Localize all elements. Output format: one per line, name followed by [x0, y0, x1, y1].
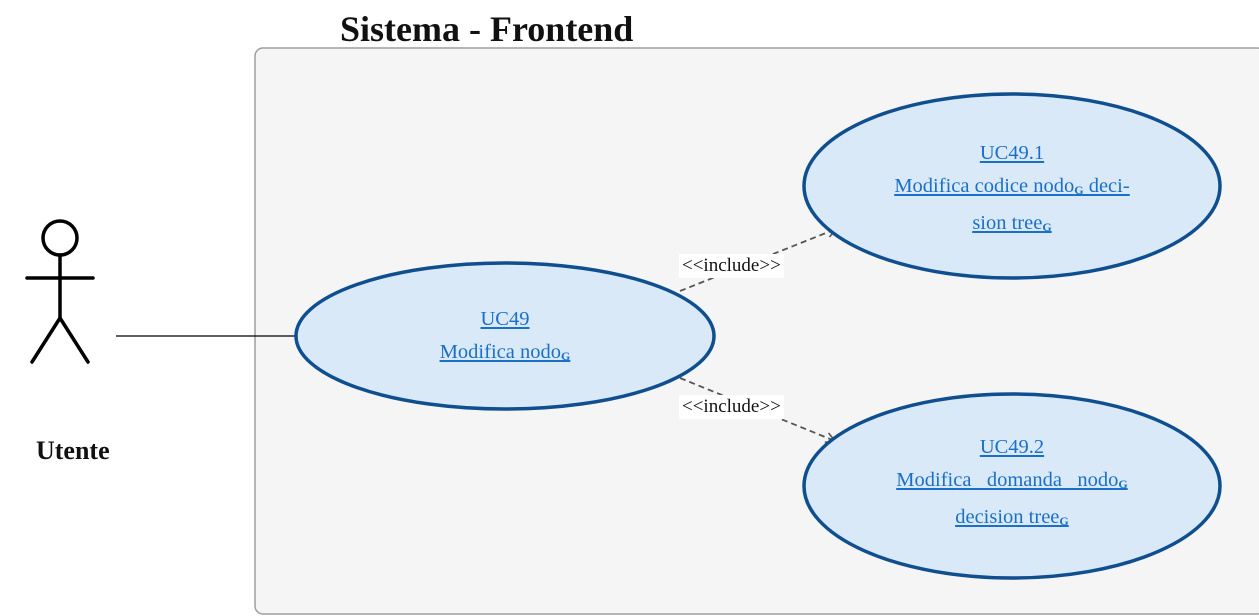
use-case-uc49-1-name-line1[interactable]: Modifica codice nodoG deci- — [894, 175, 1130, 197]
include-label-1: <<include>> — [679, 254, 784, 278]
actor-label: Utente — [36, 436, 110, 465]
use-case-uc49-2-name-line1[interactable]: Modifica domanda nodoG — [896, 469, 1128, 491]
use-case-uc49-1-name-line2[interactable]: sion treeG — [972, 212, 1052, 234]
actor-left-leg — [30, 316, 62, 364]
use-case-uc49[interactable]: UC49 Modifica nodoG — [345, 303, 665, 373]
actor-right-leg — [58, 316, 90, 364]
use-case-uc49-1[interactable]: UC49.1 Modifica codice nodoG deci- sion … — [842, 137, 1182, 244]
include-label-2: <<include>> — [679, 395, 784, 419]
use-case-uc49-2-shape — [802, 392, 1222, 580]
use-case-uc49-2-name-line2[interactable]: decision treeG — [955, 506, 1069, 528]
actor-head — [41, 219, 79, 257]
actor-figure — [25, 219, 95, 364]
use-case-uc49-name[interactable]: Modifica nodoG — [439, 341, 571, 363]
use-case-uc49-2[interactable]: UC49.2 Modifica domanda nodoG decision t… — [842, 431, 1182, 538]
use-case-uc49-shape — [294, 261, 716, 411]
diagram-title: Sistema - Frontend — [340, 9, 634, 49]
use-case-uc49-1-shape — [802, 92, 1222, 280]
use-case-uc49-2-id[interactable]: UC49.2 — [979, 436, 1045, 458]
use-case-uc49-1-id[interactable]: UC49.1 — [979, 142, 1045, 164]
use-case-uc49-id[interactable]: UC49 — [480, 308, 530, 330]
